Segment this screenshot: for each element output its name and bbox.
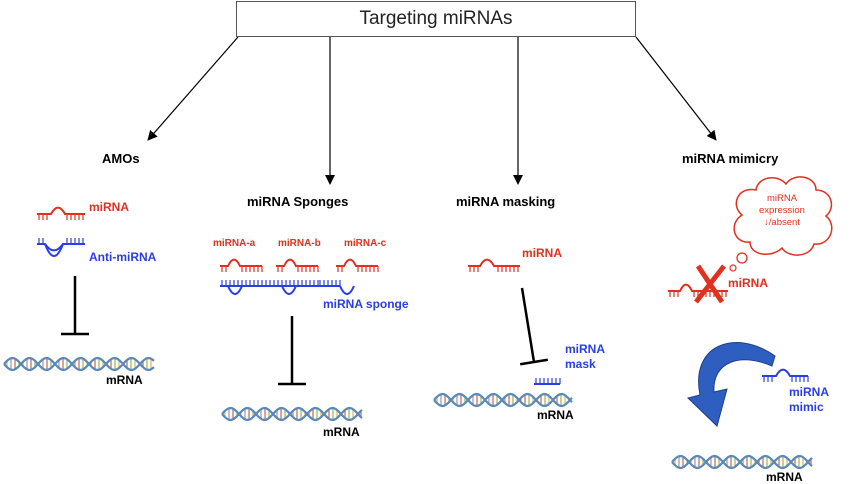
sponges-sponge-label: miRNA sponge — [323, 297, 409, 311]
sponge-mirna-c-strand — [336, 258, 379, 272]
masking-dna-strand-1 — [433, 392, 573, 408]
sponge-loop-c — [339, 285, 355, 295]
masking-mirna-label: miRNA — [522, 246, 563, 260]
masking-inhibit-stem — [520, 287, 536, 363]
cloud-bubble-2 — [729, 264, 737, 272]
sponge-blue-strand — [220, 280, 319, 287]
mimicry-mirna-label: miRNA — [728, 276, 769, 290]
sponges-dna — [221, 406, 363, 422]
amos-anti-mirna-label: Anti-miRNA — [89, 250, 157, 264]
sponge-mirna-a-strand-backbone — [220, 258, 262, 267]
mimicry-mrna-label: mRNA — [766, 470, 803, 484]
masking-dna-strand-2 — [433, 392, 573, 408]
amos-anti-loop — [44, 243, 64, 257]
masking-heading: miRNA masking — [456, 194, 556, 209]
mimicry-dna-strand-1 — [671, 454, 813, 470]
sponge-loop-a — [227, 285, 243, 295]
mimic-strand — [762, 368, 809, 382]
amos-mirna-label: miRNA — [89, 200, 130, 214]
amos-heading: AMOs — [102, 151, 140, 166]
mimicry-mimic-label: miRNA mimic — [789, 385, 830, 414]
sponge-mirna-c-strand-backbone — [336, 258, 378, 267]
sponge-mirna-b-strand — [276, 258, 319, 272]
sponges-mirna-c-label: miRNA-c — [344, 238, 387, 249]
sponge-blue-strand-end — [318, 280, 341, 287]
cloud-bubble-1 — [736, 252, 748, 264]
masking-mask-label: miRNA mask — [565, 342, 606, 371]
masking-mrna-label: mRNA — [537, 408, 574, 422]
amos-mirna-strand-backbone — [37, 206, 85, 215]
thought-cloud — [733, 176, 833, 256]
masking-dna — [433, 392, 573, 408]
mimicry-dna — [671, 454, 813, 470]
amos-mrna-label: mRNA — [106, 373, 143, 387]
mimicry-heading: miRNA mimicry — [682, 151, 779, 166]
masking-mirna-strand-backbone — [468, 258, 520, 267]
sponges-mirna-a-label: miRNA-a — [213, 238, 256, 249]
mimicry-dna-strand-2 — [671, 454, 813, 470]
masking-mirna-strand — [468, 258, 520, 272]
sponge-mirna-a-strand — [220, 258, 263, 272]
cross-mark — [694, 264, 726, 304]
amos-dna — [3, 356, 155, 372]
sponges-mrna-label: mRNA — [323, 425, 360, 439]
amos-mirna-strand — [37, 206, 85, 220]
sponge-loop-b — [281, 285, 297, 295]
cloud-text: miRNA expression ↓/absent — [759, 193, 805, 228]
amos-dna-strand-2 — [3, 356, 155, 372]
title-box: Targeting miRNAs — [236, 1, 636, 37]
branch-arrow-0 — [147, 36, 239, 141]
sponges-mirna-b-label: miRNA-b — [278, 238, 321, 249]
sponge-mirna-b-strand-backbone — [276, 258, 318, 267]
branch-arrow-3 — [635, 36, 717, 141]
mimic-strand-backbone — [762, 368, 808, 377]
masking-mask-strand — [534, 378, 561, 385]
mimicry-mirna-strand-backbone — [668, 283, 728, 292]
sponges-dna-strand-2 — [221, 406, 363, 422]
curved-arrow — [687, 342, 776, 427]
amos-dna-strand-1 — [3, 356, 155, 372]
sponges-dna-strand-1 — [221, 406, 363, 422]
title-text: Targeting miRNAs — [359, 8, 513, 29]
masking-inhibit-bar — [519, 358, 549, 366]
sponges-heading: miRNA Sponges — [247, 194, 349, 209]
